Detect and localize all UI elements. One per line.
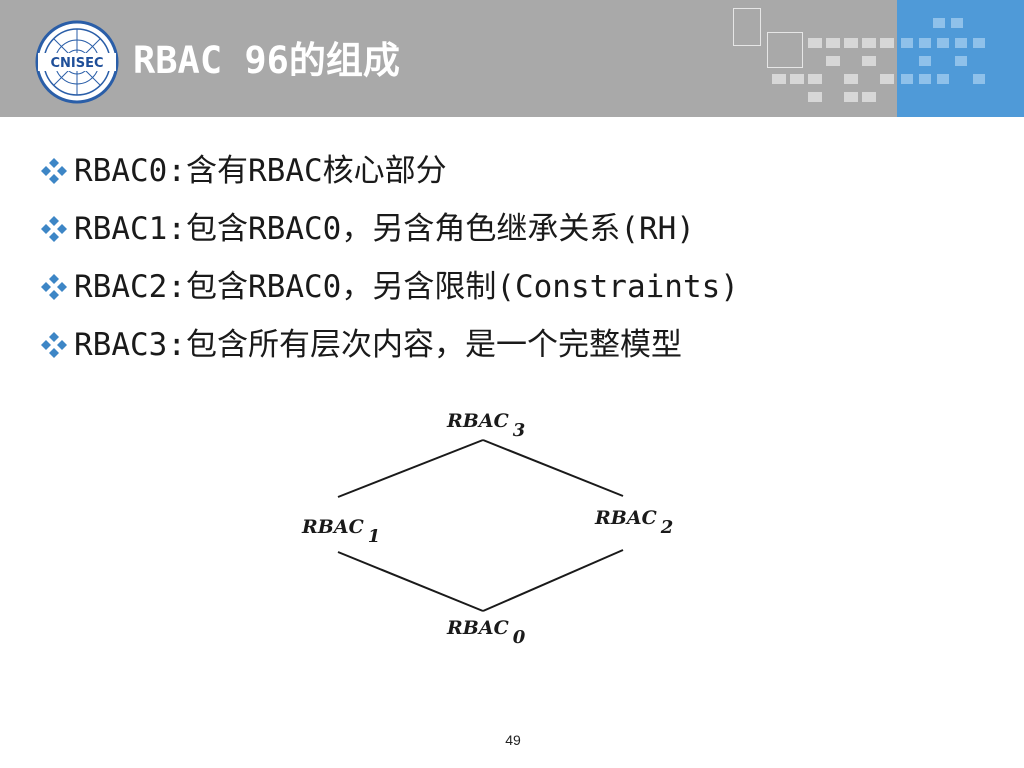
decor-square <box>880 74 894 84</box>
decor-square <box>919 56 931 66</box>
decor-square <box>862 38 876 48</box>
decor-square <box>862 92 876 102</box>
bullet-list: RBAC0: 含有RBAC核心部分 RBAC1: 包含RBAC0，另含角色继承关… <box>40 142 1000 374</box>
decor-square <box>937 74 949 84</box>
edge-rbac3-rbac2 <box>482 439 624 497</box>
decor-square <box>901 38 913 48</box>
decor-square <box>808 74 822 84</box>
decor-square <box>844 92 858 102</box>
bullet-label: RBAC1 <box>74 211 168 247</box>
bullet-text: 包含RBAC0，另含限制(Constraints) <box>186 269 739 305</box>
decor-square <box>955 56 967 66</box>
decor-square <box>955 38 967 48</box>
bullet-label: RBAC2 <box>74 269 168 305</box>
page-number: 49 <box>505 732 521 748</box>
bullet-text: 包含RBAC0，另含角色继承关系(RH) <box>186 211 695 247</box>
bullet-separator: : <box>167 269 186 305</box>
bullet-text: 包含所有层次内容，是一个完整模型 <box>186 327 682 363</box>
cnisec-logo: CNISEC <box>35 20 119 104</box>
edge-rbac1-rbac0 <box>337 551 484 612</box>
decor-square <box>973 74 985 84</box>
bullet-item: RBAC0: 含有RBAC核心部分 <box>40 142 1000 200</box>
bullet-item: RBAC2: 包含RBAC0，另含限制(Constraints) <box>40 258 1000 316</box>
slide-title: RBAC 96的组成 <box>133 39 400 82</box>
decor-square <box>919 38 931 48</box>
header-accent-panel <box>897 0 1024 117</box>
decor-square <box>790 74 804 84</box>
bullet-separator: : <box>167 153 186 189</box>
decor-square <box>951 18 963 28</box>
decor-square <box>933 18 945 28</box>
decor-square <box>826 56 840 66</box>
diamond-bullet-icon <box>41 274 67 300</box>
decor-square <box>808 38 822 48</box>
bullet-text: 含有RBAC核心部分 <box>186 153 447 189</box>
diamond-bullet-icon <box>41 158 67 184</box>
svg-text:CNISEC: CNISEC <box>50 56 103 71</box>
decor-square <box>844 74 858 84</box>
slide-header: CNISEC RBAC 96的组成 <box>0 0 1024 117</box>
diamond-bullet-icon <box>41 216 67 242</box>
decor-square <box>862 56 876 66</box>
decor-outline <box>733 8 761 46</box>
decor-square <box>901 74 913 84</box>
decor-square <box>973 38 985 48</box>
diamond-bullet-icon <box>41 332 67 358</box>
edge-rbac1-rbac3 <box>337 439 484 498</box>
decor-square <box>826 38 840 48</box>
bullet-label: RBAC0 <box>74 153 168 189</box>
decor-square <box>808 92 822 102</box>
decor-square <box>937 38 949 48</box>
bullet-separator: : <box>167 327 186 363</box>
decor-outline <box>767 32 803 68</box>
decor-square <box>772 74 786 84</box>
decor-square <box>919 74 931 84</box>
bullet-separator: : <box>167 211 186 247</box>
decor-square <box>880 38 894 48</box>
bullet-item: RBAC1: 包含RBAC0，另含角色继承关系(RH) <box>40 200 1000 258</box>
bullet-item: RBAC3: 包含所有层次内容，是一个完整模型 <box>40 316 1000 374</box>
edge-rbac2-rbac0 <box>482 549 624 612</box>
decor-square <box>844 38 858 48</box>
bullet-label: RBAC3 <box>74 327 168 363</box>
